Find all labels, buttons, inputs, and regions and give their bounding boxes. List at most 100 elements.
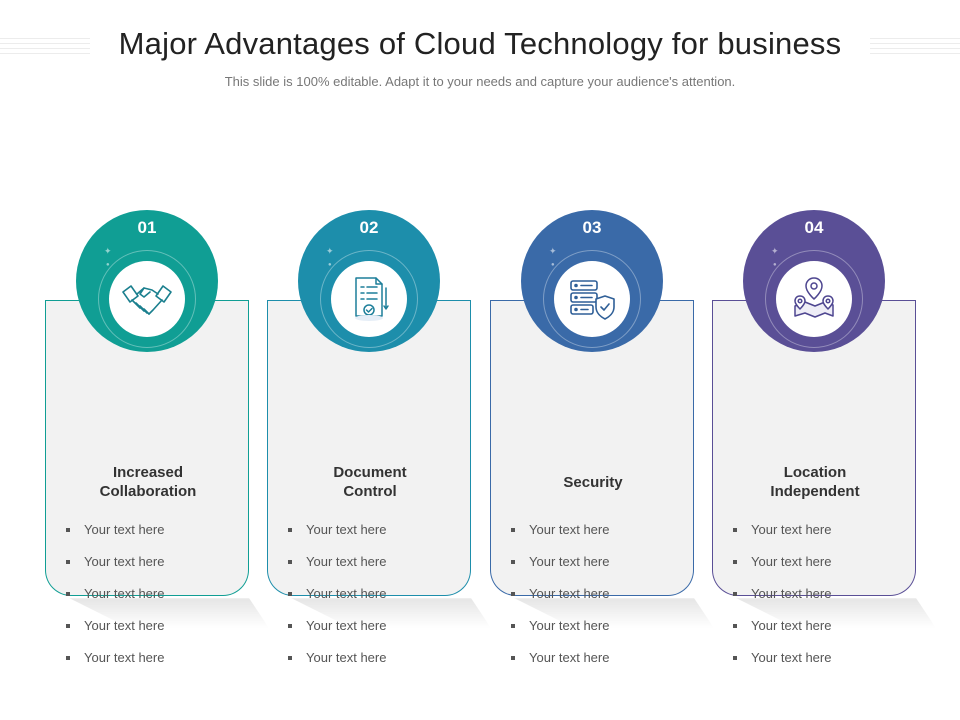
handshake-icon xyxy=(109,261,185,337)
list-item-text: Your text here xyxy=(306,618,387,633)
circle-ring xyxy=(543,250,641,348)
list-item-text: Your text here xyxy=(306,586,387,601)
card-title: Location Independent xyxy=(713,462,917,502)
list-item: Your text here xyxy=(509,650,609,682)
list-item-text: Your text here xyxy=(751,650,832,665)
list-item: Your text here xyxy=(64,586,164,618)
list-item: Your text here xyxy=(64,650,164,682)
bullet-icon xyxy=(288,656,292,660)
card-number: 02 xyxy=(359,218,379,237)
card-number-circle: 03 ✦ ● xyxy=(521,210,663,352)
list-item-text: Your text here xyxy=(306,522,387,537)
bullet-icon xyxy=(511,624,515,628)
list-item: Your text here xyxy=(731,650,831,682)
card-number-circle: 02 ✦ ● xyxy=(298,210,440,352)
sparkle-icon: ✦ xyxy=(549,246,557,256)
list-item-text: Your text here xyxy=(529,650,610,665)
list-item-text: Your text here xyxy=(84,586,165,601)
list-item: Your text here xyxy=(286,618,386,650)
sparkle-icon: ✦ xyxy=(771,246,779,256)
bullet-icon xyxy=(66,592,70,596)
advantage-card-4: Location Independent Your text here Your… xyxy=(712,210,936,665)
circle-ring xyxy=(765,250,863,348)
advantage-card-1: Increased Collaboration Your text here Y… xyxy=(45,210,269,665)
advantage-card-3: Security Your text here Your text here Y… xyxy=(490,210,714,665)
card-point-list: Your text here Your text here Your text … xyxy=(509,522,609,682)
bullet-icon xyxy=(511,560,515,564)
card-title-line-1: Increased xyxy=(112,464,184,481)
map-location-icon xyxy=(776,261,852,337)
card-title: Document Control xyxy=(268,462,472,502)
sparkle-icon: ● xyxy=(328,262,332,268)
list-item: Your text here xyxy=(286,650,386,682)
card-number-circle: 01 ✦ ● xyxy=(76,210,218,352)
card-number: 01 xyxy=(137,218,157,237)
list-item: Your text here xyxy=(286,522,386,554)
bullet-icon xyxy=(66,656,70,660)
list-item: Your text here xyxy=(731,586,831,618)
card-body: Document Control Your text here Your tex… xyxy=(267,300,472,665)
bullet-icon xyxy=(733,624,737,628)
sparkle-icon: ● xyxy=(551,262,555,268)
sparkle-icon: ● xyxy=(106,262,110,268)
card-title-line-1: Location xyxy=(783,464,847,481)
card-body: Increased Collaboration Your text here Y… xyxy=(45,300,250,665)
sparkle-icon: ● xyxy=(773,262,777,268)
list-item-text: Your text here xyxy=(751,586,832,601)
bullet-icon xyxy=(733,656,737,660)
list-item-text: Your text here xyxy=(84,522,165,537)
list-item: Your text here xyxy=(509,554,609,586)
list-item-text: Your text here xyxy=(84,650,165,665)
bullet-icon xyxy=(733,560,737,564)
card-number-circle: 04 ✦ ● xyxy=(743,210,885,352)
bullet-icon xyxy=(288,560,292,564)
card-point-list: Your text here Your text here Your text … xyxy=(64,522,164,682)
card-title-line-2: Security xyxy=(563,473,623,491)
page-subtitle: This slide is 100% editable. Adapt it to… xyxy=(224,74,736,89)
list-item: Your text here xyxy=(509,586,609,618)
server-shield-icon xyxy=(554,261,630,337)
list-item-text: Your text here xyxy=(529,618,610,633)
list-item: Your text here xyxy=(731,554,831,586)
list-item: Your text here xyxy=(64,554,164,586)
card-number: 04 xyxy=(804,218,824,237)
list-item: Your text here xyxy=(509,618,609,650)
header-decoration-left xyxy=(0,38,90,60)
sparkle-icon: ✦ xyxy=(326,246,334,256)
list-item-text: Your text here xyxy=(306,554,387,569)
bullet-icon xyxy=(733,528,737,532)
list-item-text: Your text here xyxy=(751,618,832,633)
list-item-text: Your text here xyxy=(306,650,387,665)
bullet-icon xyxy=(511,528,515,532)
circle-ring xyxy=(98,250,196,348)
list-item-text: Your text here xyxy=(529,586,610,601)
card-title-line-2: Control xyxy=(343,483,397,500)
bullet-icon xyxy=(66,528,70,532)
list-item: Your text here xyxy=(731,618,831,650)
list-item: Your text here xyxy=(286,554,386,586)
list-item-text: Your text here xyxy=(751,554,832,569)
bullet-icon xyxy=(733,592,737,596)
list-item: Your text here xyxy=(64,522,164,554)
list-item: Your text here xyxy=(64,618,164,650)
bullet-icon xyxy=(66,624,70,628)
list-item: Your text here xyxy=(286,586,386,618)
list-item-text: Your text here xyxy=(529,554,610,569)
card-number: 03 xyxy=(582,218,602,237)
bullet-icon xyxy=(511,592,515,596)
bullet-icon xyxy=(288,528,292,532)
card-title: Increased Collaboration xyxy=(46,462,250,502)
card-point-list: Your text here Your text here Your text … xyxy=(286,522,386,682)
list-item-text: Your text here xyxy=(84,554,165,569)
card-title-line-2: Collaboration xyxy=(99,483,197,500)
bullet-icon xyxy=(288,592,292,596)
circle-ring xyxy=(320,250,418,348)
card-point-list: Your text here Your text here Your text … xyxy=(731,522,831,682)
list-item-text: Your text here xyxy=(529,522,610,537)
sparkle-icon: ✦ xyxy=(104,246,112,256)
list-item-text: Your text here xyxy=(751,522,832,537)
bullet-icon xyxy=(511,656,515,660)
advantage-card-2: Document Control Your text here Your tex… xyxy=(267,210,491,665)
list-item-text: Your text here xyxy=(84,618,165,633)
card-title-line-2: Independent xyxy=(770,483,860,500)
